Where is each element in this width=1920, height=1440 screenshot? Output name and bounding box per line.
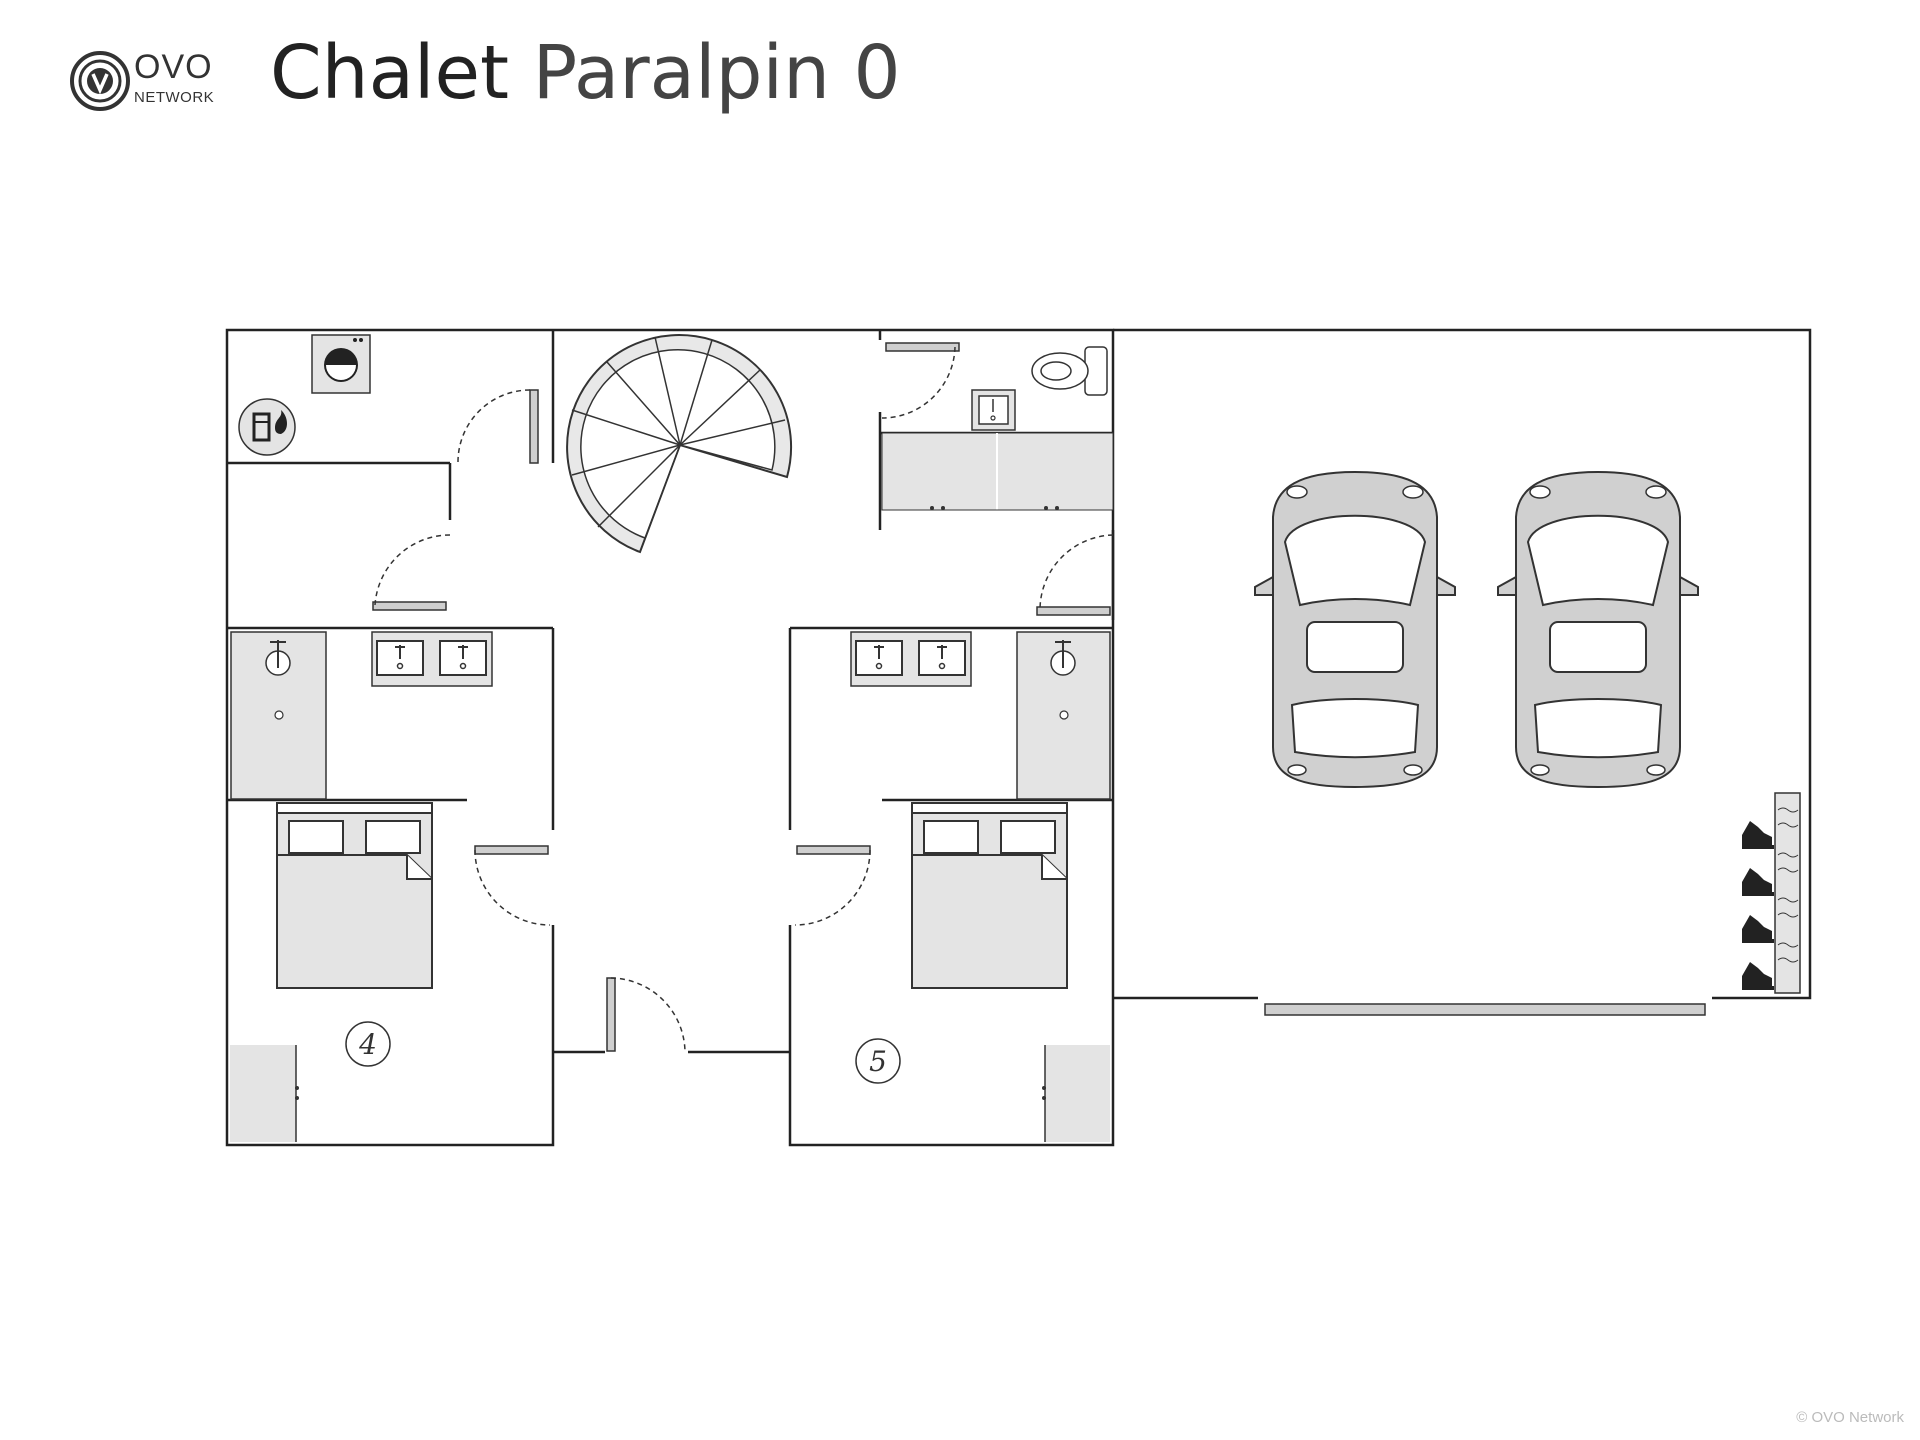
wardrobe [230,1045,299,1142]
washing-machine-icon [311,334,371,394]
sink-icon [971,389,1016,431]
double-sink [371,631,493,687]
ski-boot-icon [1742,962,1774,990]
page-title: Chalet Paralpin 0 [270,36,901,110]
car-icon [1254,471,1456,788]
ovo-logo-icon [70,51,130,111]
brand-sub: NETWORK [134,89,215,106]
car-icon [1497,471,1699,788]
doors [372,342,1706,1053]
shower-icon [230,631,327,800]
ski-boot-icon [1742,868,1774,896]
storage-cabinet [881,432,1114,511]
ski-boot-rack [1742,792,1801,994]
room-number: 5 [869,1045,887,1078]
ski-boot-icon [1742,915,1774,943]
spiral-stair-icon [566,334,793,554]
walls [225,328,1812,1147]
title-rest: Paralpin 0 [532,30,901,116]
toilet-icon [1031,346,1108,396]
bed-icon [276,802,433,989]
ski-boot-icon [1742,821,1774,849]
brand-name: OVO [134,48,213,86]
room-label-5: 5 [855,1038,901,1084]
boiler-icon [238,398,296,456]
wardrobe [1042,1045,1110,1142]
copyright: © OVO Network [1796,1409,1904,1426]
bed-icon [911,802,1068,989]
room-label-4: 4 [345,1021,391,1067]
shower-icon [1016,631,1111,800]
double-sink [850,631,972,687]
room-number: 4 [358,1028,377,1061]
title-main: Chalet [270,30,510,116]
